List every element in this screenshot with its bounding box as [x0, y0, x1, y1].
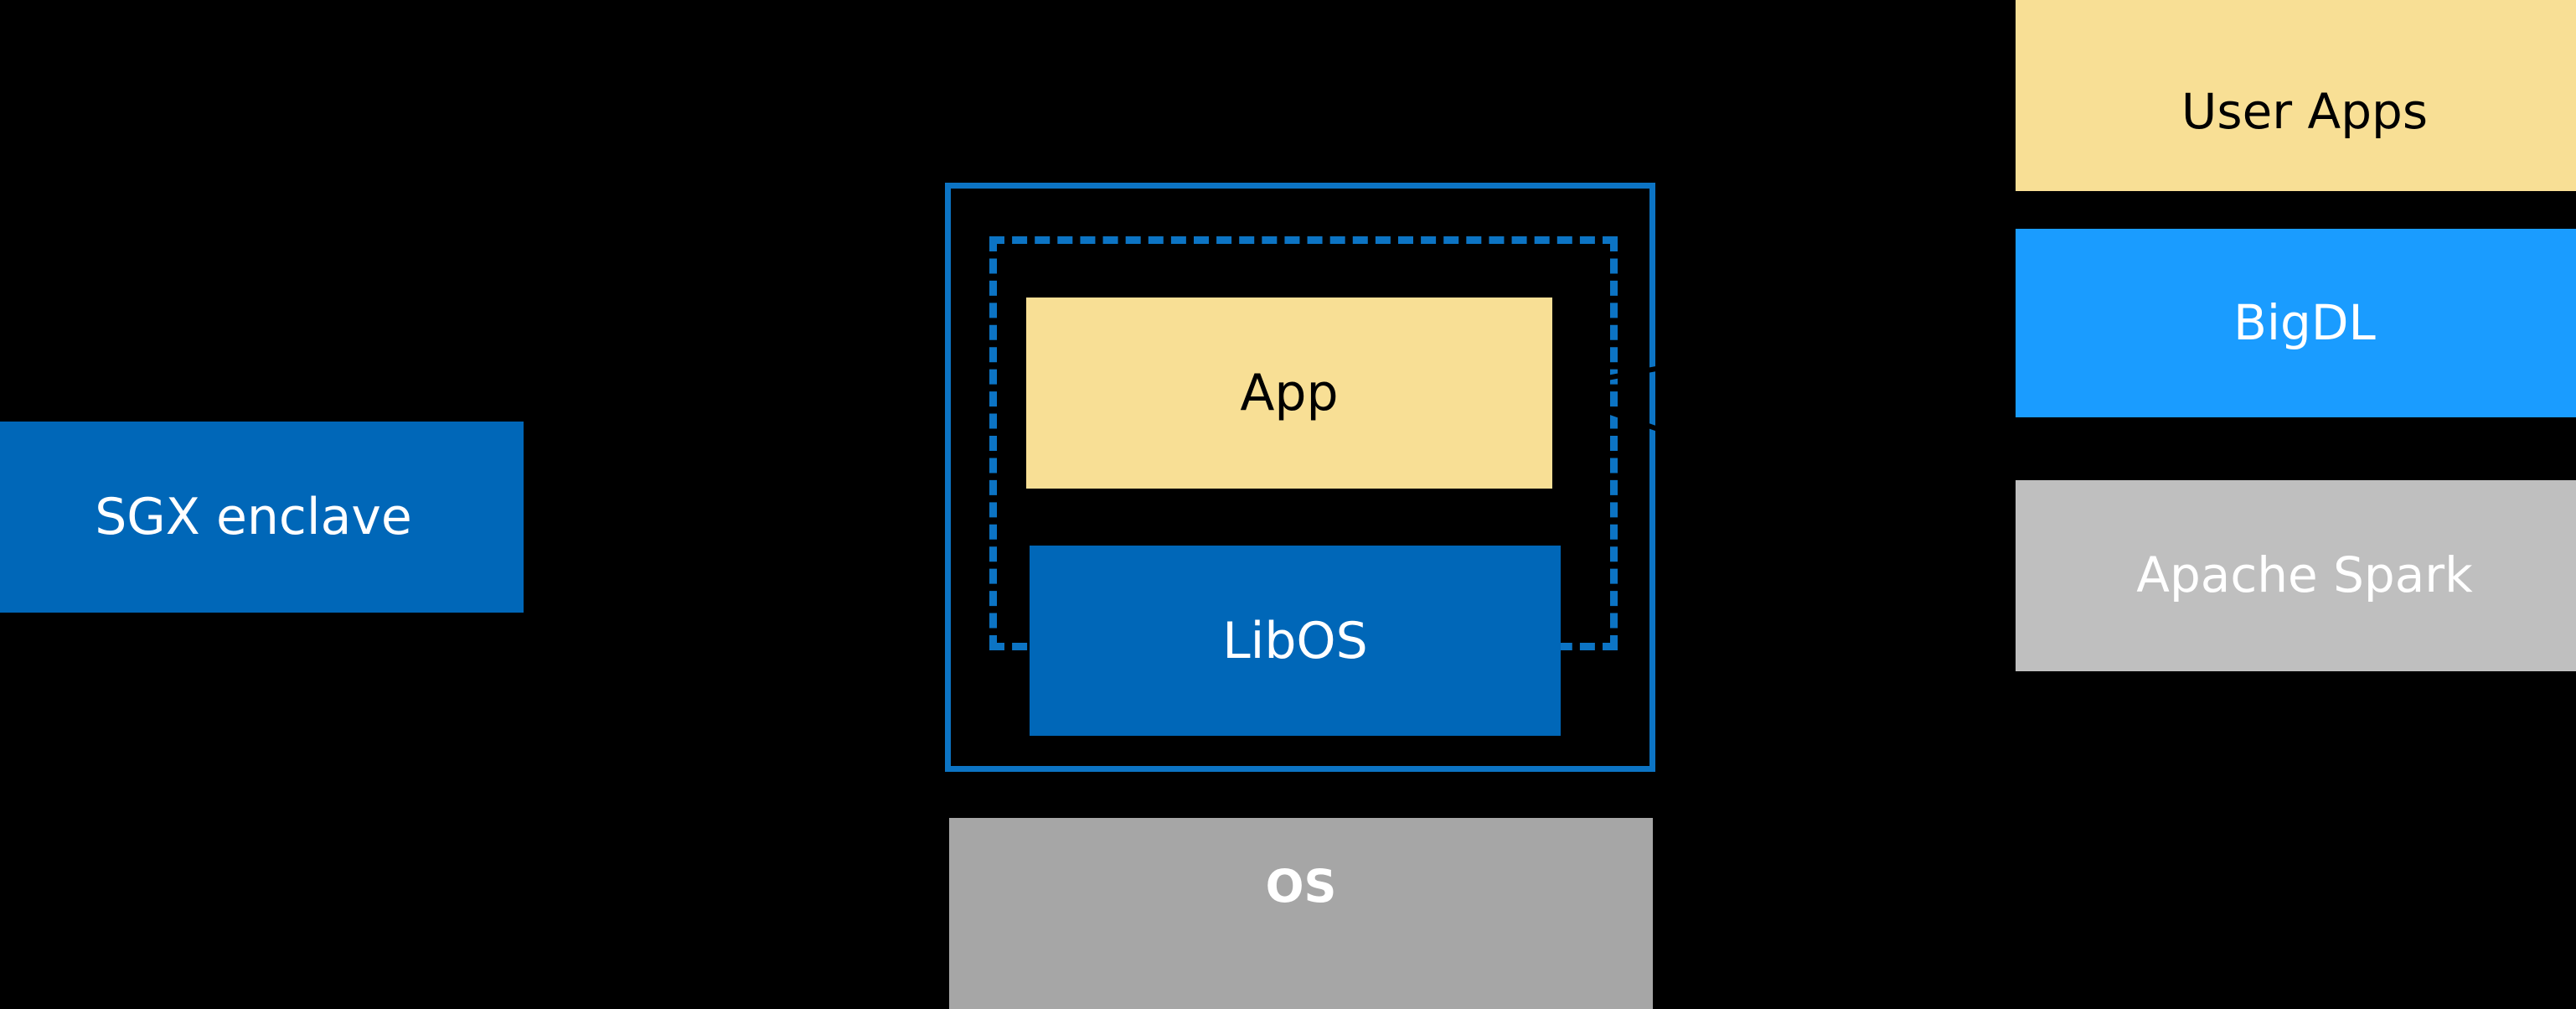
- app-label: App: [1240, 364, 1339, 422]
- os-box[interactable]: OS: [949, 818, 1653, 1009]
- apache-spark-box[interactable]: Apache Spark: [2016, 480, 2576, 671]
- connector-sgx-to-enclave-arrow: [528, 495, 955, 536]
- libos-box[interactable]: LibOS: [1030, 546, 1561, 736]
- app-box[interactable]: App: [1026, 298, 1552, 489]
- bigdl-box[interactable]: BigDL: [2016, 229, 2576, 417]
- os-label: OS: [1265, 860, 1337, 913]
- sgx-enclave-box[interactable]: SGX enclave: [0, 422, 524, 613]
- user-apps-label: User Apps: [2181, 83, 2429, 141]
- bigdl-label: BigDL: [2233, 293, 2376, 351]
- user-apps-box[interactable]: User Apps: [2016, 0, 2576, 191]
- sgx-enclave-label: SGX enclave: [95, 488, 412, 546]
- libos-label: LibOS: [1222, 611, 1368, 670]
- apache-spark-label: Apache Spark: [2136, 546, 2473, 604]
